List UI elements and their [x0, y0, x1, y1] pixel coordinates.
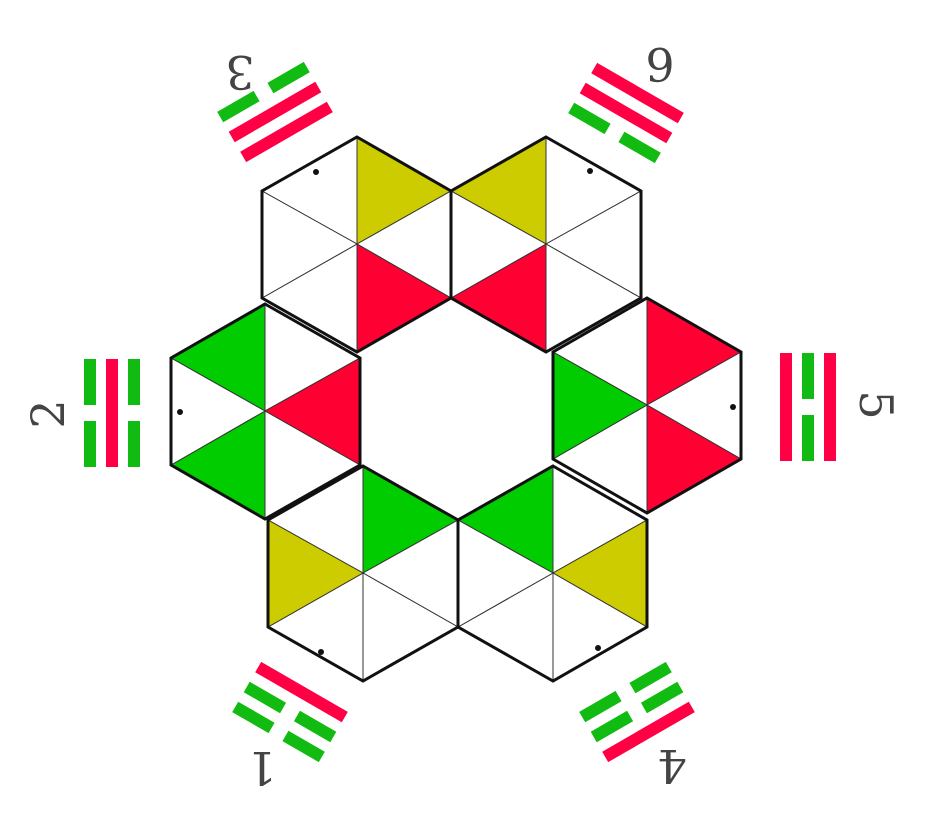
hex-lower-right-dot: [595, 645, 601, 651]
hex-right-outline: [551, 296, 743, 515]
hex-lower-right: [456, 464, 649, 683]
trigram-5-line-3: [780, 353, 792, 461]
hex-right: [551, 296, 743, 515]
trigram-1: 1: [232, 661, 348, 795]
trigram-2-number: 2: [21, 399, 75, 428]
trigram-2-line-2: [106, 359, 118, 467]
hex-lower-left: [266, 464, 460, 683]
hex-lower-left-outline: [266, 464, 460, 683]
trigram-1-line-3-right: [282, 730, 325, 763]
trigram-1-line-2-right: [293, 710, 337, 743]
trigram-5-line-2-left: [802, 353, 814, 399]
trigram-1-number: 1: [247, 741, 276, 795]
hex-right-dot: [730, 404, 736, 410]
trigram-2-line-1-right: [128, 421, 140, 467]
trigram-3-number: 3: [225, 45, 254, 99]
hex-upper-left: [260, 135, 453, 354]
trigram-4-number: 4: [657, 739, 686, 793]
trigram-5: 5: [780, 353, 903, 461]
hex-upper-right-dot: [587, 168, 593, 174]
hex-upper-right: [449, 135, 643, 354]
trigram-2: 2: [21, 359, 140, 467]
trigram-5-line-1: [824, 353, 836, 461]
trigram-4-line-1-left: [579, 690, 622, 723]
trigram-1-line-2-left: [243, 681, 287, 714]
trigram-2-line-3-left: [84, 359, 96, 405]
trigram-4-line-2-left: [590, 710, 634, 743]
hex-left-outline: [169, 302, 362, 521]
hex-lower-left-dot: [318, 649, 324, 655]
trigram-6-line-1: [591, 62, 684, 124]
trigram-4: 4: [579, 661, 695, 793]
trigram-4-line-3: [602, 701, 695, 763]
trigram-4-line-2-right: [640, 681, 684, 714]
hex-left-dot: [177, 409, 183, 415]
trigram-6: 6: [568, 37, 684, 164]
trigram-6-line-3-right: [618, 131, 661, 164]
trigram-1-line-3-left: [232, 701, 275, 734]
trigram-3-line-1-right: [267, 61, 310, 94]
trigram-6-line-3-left: [568, 102, 611, 135]
trigram-3-line-1-left: [217, 90, 260, 123]
hex-left: [169, 302, 362, 521]
trigram-5-number: 5: [849, 390, 903, 419]
trigram-1-line-1: [255, 661, 348, 723]
trigram-6-line-2: [579, 82, 673, 144]
trigram-3-line-2: [228, 81, 322, 143]
trigram-4-line-1-right: [629, 661, 672, 694]
trigram-3: 3: [217, 45, 333, 163]
trigram-2-line-3-right: [84, 421, 96, 467]
hex-upper-right-outline: [449, 135, 643, 354]
trigram-3-line-3: [240, 101, 333, 163]
trigram-5-line-2-right: [802, 415, 814, 461]
trigram-6-number: 6: [645, 37, 674, 91]
trigram-2-line-1-left: [128, 359, 140, 405]
hex-upper-left-dot: [313, 169, 319, 175]
